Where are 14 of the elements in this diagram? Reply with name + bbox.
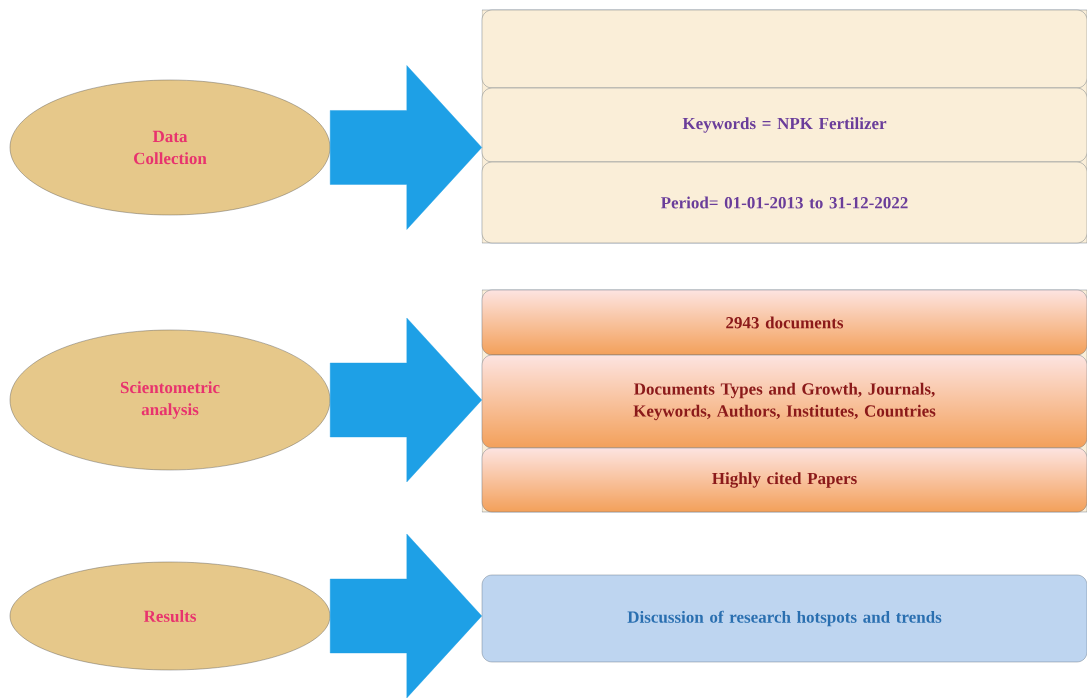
- tab-box: Period= 01-01-2013 to 31-12-2022: [481, 161, 1087, 244]
- ellipse-node: Results: [9, 561, 331, 671]
- node-label: Keywords = NPK Fertilizer: [682, 117, 887, 133]
- ellipse-node: Scientometric analysis: [9, 329, 331, 471]
- tab-box: Documents Types and Growth, Journals, Keywords, Authors, Institutes, Countries: [481, 354, 1087, 449]
- block-arrow: [330, 317, 482, 483]
- tab-box: 2943 documents: [481, 289, 1087, 356]
- ellipse-node: Data Collection: [9, 79, 331, 216]
- block-arrow: [330, 533, 482, 698]
- tab-box: Keywords = NPK Fertilizer: [481, 87, 1087, 163]
- tab-box: [481, 9, 1087, 89]
- tab-box: Highly cited Papers: [481, 447, 1087, 513]
- block-arrow: [330, 65, 482, 230]
- result-box: Discussion of research hotspots and trends: [481, 574, 1087, 663]
